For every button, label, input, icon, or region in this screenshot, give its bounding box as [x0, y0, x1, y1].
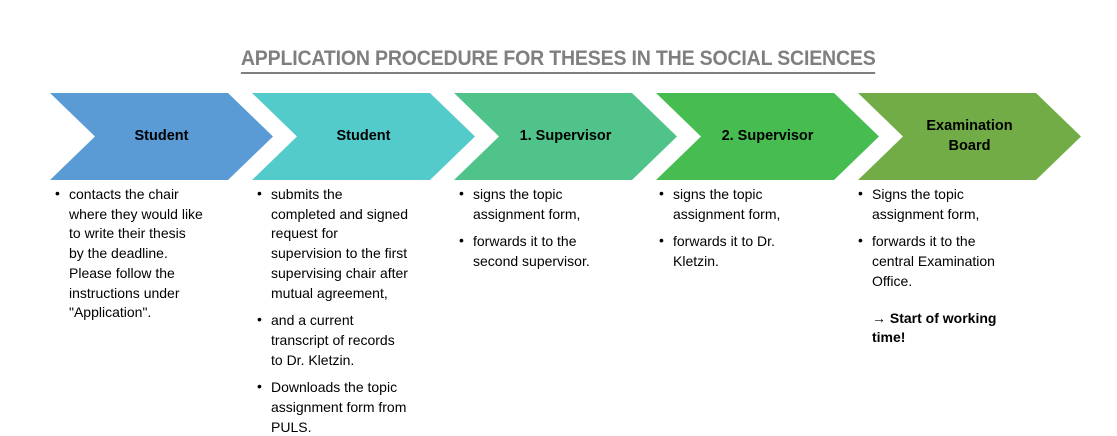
- bullet-text: contacts the chair where they would like…: [69, 186, 203, 321]
- step-label-examination-board: Examination Board: [926, 117, 1013, 154]
- list-item: • signs the topic assignment form,: [456, 185, 656, 224]
- bullet-marker: •: [459, 185, 464, 201]
- bullet-text: signs the topic assignment form,: [473, 186, 581, 222]
- bullet-marker: •: [459, 232, 464, 249]
- bullet-text: forwards it to the central Examination O…: [872, 233, 995, 289]
- bullet-marker: •: [659, 232, 664, 249]
- step-chevron-examination-board: Examination Board: [858, 93, 1081, 180]
- bullet-text: forwards it to Dr. Kletzin.: [673, 233, 775, 270]
- step-notes-column-2: • submits the completed and signed reque…: [254, 185, 454, 436]
- step-chevron-student-2: Student: [252, 93, 475, 180]
- process-chevron-row: Student Student 1. Supervisor 2. Supervi…: [50, 93, 1060, 180]
- step-notes-column-1: • contacts the chair where they would li…: [52, 185, 252, 323]
- list-item: • and a current transcript of records to…: [254, 311, 454, 370]
- bullet-marker: •: [659, 185, 664, 201]
- list-item: • forwards it to the central Examination…: [855, 232, 1055, 291]
- step-chevron-supervisor-2: 2. Supervisor: [656, 93, 879, 180]
- list-item: • contacts the chair where they would li…: [52, 185, 252, 323]
- bullet-text: Signs the topic assignment form,: [872, 186, 980, 222]
- step-label-supervisor-2: 2. Supervisor: [721, 127, 814, 144]
- bullet-marker: •: [55, 185, 60, 201]
- step-chevron-supervisor-1: 1. Supervisor: [454, 93, 677, 180]
- title-container: APPLICATION PROCEDURE FOR THESES IN THE …: [0, 47, 1117, 74]
- bullet-marker: •: [257, 311, 262, 328]
- list-item: • forwards it to Dr. Kletzin.: [656, 232, 856, 271]
- bullet-text: forwards it to the second supervisor.: [473, 233, 590, 270]
- bullet-text: submits the completed and signed request…: [271, 186, 408, 301]
- bullet-marker: •: [858, 232, 863, 249]
- bullet-marker: •: [858, 185, 863, 201]
- bullet-text: and a current transcript of records to D…: [271, 312, 395, 368]
- step-chevron-student-1: Student: [50, 93, 273, 180]
- bullet-text: Downloads the topic assignment form from…: [271, 379, 407, 435]
- step-label-supervisor-1: 1. Supervisor: [519, 127, 612, 144]
- list-item: • forwards it to the second supervisor.: [456, 232, 656, 271]
- step-notes-column-3: • signs the topic assignment form, • for…: [456, 185, 656, 272]
- list-item: • submits the completed and signed reque…: [254, 185, 454, 303]
- step-notes-column-5: • Signs the topic assignment form, • for…: [855, 185, 1055, 348]
- page-title: APPLICATION PROCEDURE FOR THESES IN THE …: [241, 47, 876, 74]
- bullet-marker: •: [257, 185, 262, 201]
- list-item: • Downloads the topic assignment form fr…: [254, 378, 454, 436]
- bullet-text: signs the topic assignment form,: [673, 186, 781, 222]
- step-label-student-2: Student: [336, 127, 391, 144]
- step-label-student-1: Student: [134, 127, 189, 144]
- bullet-marker: •: [257, 378, 262, 395]
- step-notes-column-4: • signs the topic assignment form, • for…: [656, 185, 856, 272]
- list-item: • signs the topic assignment form,: [656, 185, 856, 224]
- start-working-time-note: → Start of working time!: [872, 309, 997, 346]
- list-item: • Signs the topic assignment form,: [855, 185, 1055, 224]
